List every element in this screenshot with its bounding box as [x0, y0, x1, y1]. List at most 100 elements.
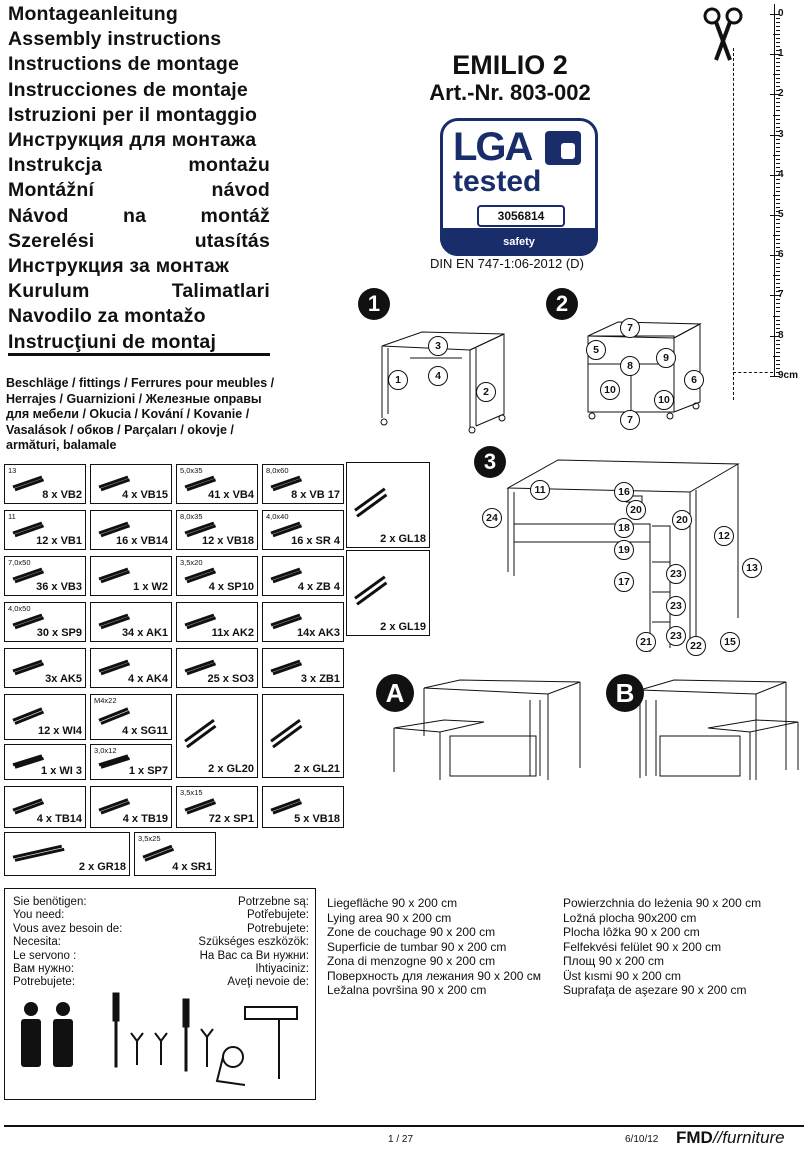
fitting-icon: [98, 798, 131, 815]
ruler-minor-tick: [776, 22, 780, 24]
fitting-quantity: 30 x SP9: [36, 627, 82, 639]
step-2-marker: 2: [546, 288, 578, 320]
fittings-header: Beschläge / fittings / Ferrures pour meu…: [6, 376, 275, 452]
part-callout: 7: [620, 318, 640, 338]
title-line: Istruzioni per il montaggio: [8, 103, 258, 126]
brand-rest: //furniture: [712, 1128, 785, 1147]
part-callout: 18: [614, 518, 634, 538]
fitting-part-22: 2 x GL20: [176, 694, 258, 778]
fitting-quantity: 34 x AK1: [121, 627, 168, 639]
lga-safety-band: safety: [440, 228, 598, 256]
part-callout: 2: [476, 382, 496, 402]
text-line: Superficie de tumbar 90 x 200 cm: [327, 939, 507, 954]
fitting-icon: [270, 521, 303, 538]
ruler-minor-tick: [776, 150, 780, 152]
variant-b-illustration: [639, 679, 799, 780]
part-callout: 24: [482, 508, 502, 528]
lga-tested-logo: LGA tested 3056814 safety: [440, 118, 598, 256]
fitting-icon: [270, 475, 303, 492]
lga-logo-text: LGA: [453, 125, 533, 169]
fitting-quantity: 1 x W2: [133, 581, 168, 593]
fitting-quantity: 8 x VB 17: [291, 489, 340, 501]
ruler-minor-tick: [776, 86, 780, 88]
cut-line-horizontal: [733, 372, 773, 374]
title-line: Montážní návod: [8, 179, 270, 202]
text-line: Le servono :: [13, 949, 77, 962]
fitting-quantity: 1 x SP7: [128, 765, 168, 777]
text-line: You need:: [13, 909, 65, 922]
fitting-dimension: 3,5x25: [138, 834, 161, 843]
fitting-part-5: 16 x VB14: [90, 510, 172, 550]
part-callout: 10: [600, 380, 620, 400]
ruler-label: 0: [778, 8, 784, 19]
text-line: Ihtiyaciniz:: [255, 963, 309, 976]
fitting-icon: [98, 613, 131, 630]
ruler-label: 5: [778, 209, 784, 220]
print-date: 6/10/12: [625, 1134, 659, 1145]
din-standard: DIN EN 747-1:06-2012 (D): [430, 256, 584, 271]
fitting-dimension: 11: [8, 512, 16, 521]
ruler-major-tick: [770, 94, 780, 96]
fitting-part-14: 11x AK2: [176, 602, 258, 642]
part-callout: 21: [636, 632, 656, 652]
ruler-minor-tick: [776, 198, 780, 200]
ruler-minor-tick: [773, 235, 780, 237]
ruler-label: 3: [778, 128, 784, 140]
ruler-minor-tick: [776, 126, 780, 128]
fitting-icon: [98, 659, 131, 676]
lga-certificate-number: 3056814: [477, 205, 565, 227]
ruler-minor-tick: [773, 355, 780, 357]
text-line: Lying area 90 x 200 cm: [327, 910, 452, 925]
ruler-minor-tick: [776, 251, 780, 253]
ruler-minor-tick: [776, 130, 780, 132]
fitting-icon: [184, 613, 217, 630]
fitting-dimension: 3,0x12: [94, 746, 117, 755]
part-callout: 13: [742, 558, 762, 578]
text-line: Liegefläche 90 x 200 cm: [327, 896, 458, 910]
ruler-minor-tick: [776, 299, 780, 301]
ruler-minor-tick: [773, 194, 780, 196]
ruler-label: 6: [778, 249, 784, 261]
ruler-major-tick: [770, 375, 780, 377]
part-callout: 16: [614, 482, 634, 502]
ruler-minor-tick: [773, 114, 780, 116]
ruler-label: 7: [778, 289, 784, 301]
ruler-minor-tick: [776, 78, 780, 80]
step-1-marker: 1: [358, 288, 390, 320]
ruler-minor-tick: [776, 166, 780, 168]
step-3-marker: 3: [474, 446, 506, 478]
ruler-label: 9cm: [778, 369, 799, 381]
fitting-icon: [270, 798, 303, 815]
fitting-quantity: 14x AK3: [296, 627, 340, 639]
text-line: Necesita:: [13, 936, 61, 949]
fitting-part-16: 3x AK5: [4, 648, 86, 688]
text-line: На Вас са Ви нужни:: [199, 949, 309, 962]
fitting-quantity: 36 x VB3: [36, 581, 82, 593]
ruler-minor-tick: [776, 182, 780, 184]
ruler-minor-tick: [776, 110, 780, 112]
fitting-quantity: 4 x SR1: [172, 861, 212, 873]
ruler-minor-tick: [773, 315, 780, 317]
title-line: Instrukcja montażu: [8, 154, 270, 177]
fitting-dimension: 5,0x35: [180, 466, 203, 475]
ruler-label: 2: [778, 88, 784, 100]
ruler-minor-tick: [773, 154, 780, 156]
text-line: Zone de couchage 90 x 200 cm: [327, 925, 496, 939]
ruler-minor-tick: [776, 118, 780, 120]
ruler-minor-tick: [776, 283, 780, 285]
fitting-part-32: 2 x GL18: [346, 462, 430, 548]
fitting-part-27: 4 x TB19: [90, 786, 172, 828]
ruler-minor-tick: [776, 38, 780, 40]
ruler-minor-tick: [776, 243, 780, 245]
ruler-minor-tick: [776, 347, 780, 349]
part-callout: 6: [684, 370, 704, 390]
fitting-quantity: 5 x VB18: [294, 813, 340, 825]
text-line: Potrzebne są:: [238, 896, 309, 908]
part-callout: 20: [626, 500, 646, 520]
